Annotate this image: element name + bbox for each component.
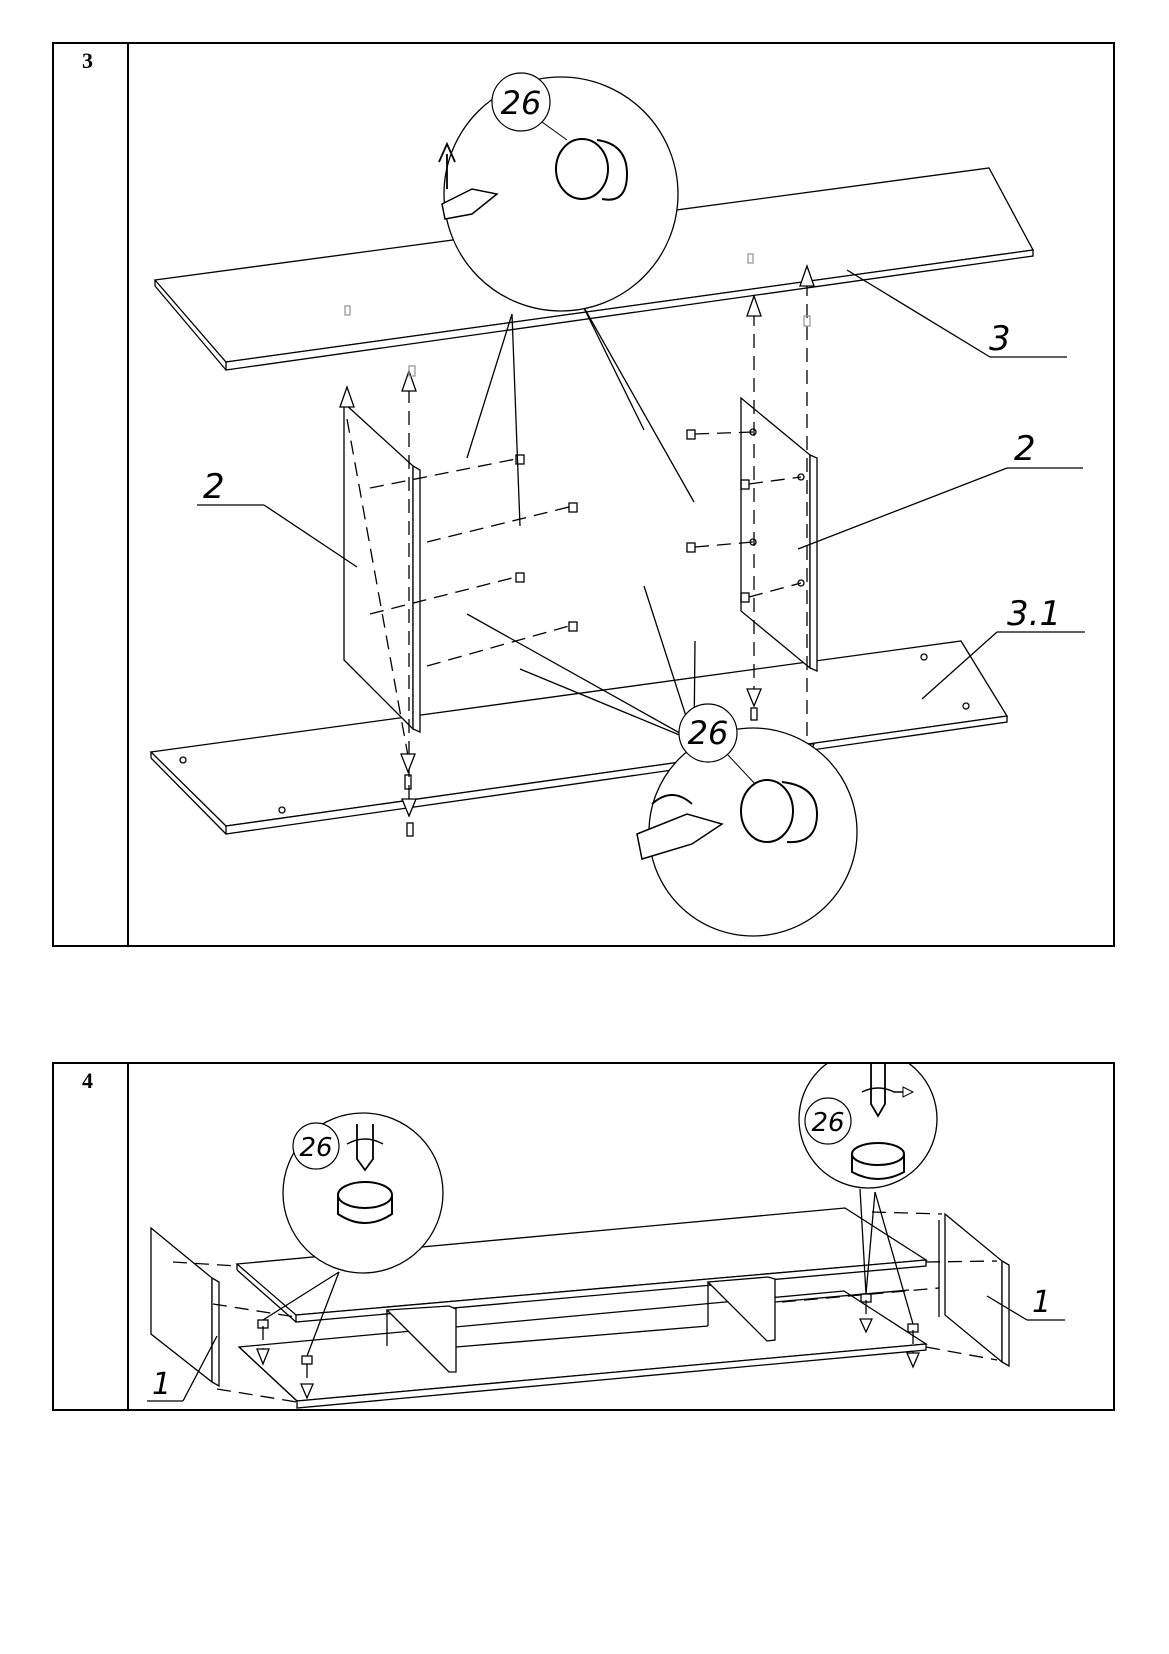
label-bottom-shelf: 3.1 <box>1007 594 1061 634</box>
step-3-panel: 3 <box>52 42 1115 947</box>
label-side-right: 2 <box>1014 429 1036 469</box>
assembly-lines <box>346 282 808 801</box>
left-side-board <box>150 1226 220 1388</box>
step-4-panel: 4 <box>52 1062 1115 1411</box>
right-side-panel <box>740 396 818 672</box>
callout-left-circle: 26 <box>282 1112 444 1274</box>
top-board <box>235 1207 928 1323</box>
label-top-shelf: 3 <box>989 319 1011 359</box>
callout-top-circle: 26 <box>438 72 679 312</box>
callout-top-number: 26 <box>501 84 542 122</box>
callout-right-circle: 26 <box>798 1064 938 1189</box>
label-side-left: 1 <box>152 1367 171 1402</box>
callout-leaders <box>466 303 696 742</box>
callout-bottom-circle: 26 <box>636 703 858 937</box>
step-number-column: 3 <box>54 44 129 945</box>
step-3-drawing: 26 26 2 2 3 3.1 <box>149 72 1085 937</box>
step-number-column: 4 <box>54 1064 129 1409</box>
left-side-panel <box>343 401 421 733</box>
dowels <box>515 429 750 632</box>
callout-bottom-number: 26 <box>688 714 729 752</box>
step-number: 3 <box>82 48 93 73</box>
callout-right-number: 26 <box>811 1108 844 1138</box>
bottom-shelf <box>149 640 1009 835</box>
label-side-left: 2 <box>203 467 225 507</box>
label-side-right: 1 <box>1032 1285 1051 1320</box>
right-side-board <box>938 1212 1010 1368</box>
inner-partitions <box>385 1276 910 1373</box>
step-4-drawing: 26 26 1 1 <box>147 1064 1065 1409</box>
callout-left-number: 26 <box>299 1133 332 1163</box>
step-number: 4 <box>82 1068 93 1093</box>
